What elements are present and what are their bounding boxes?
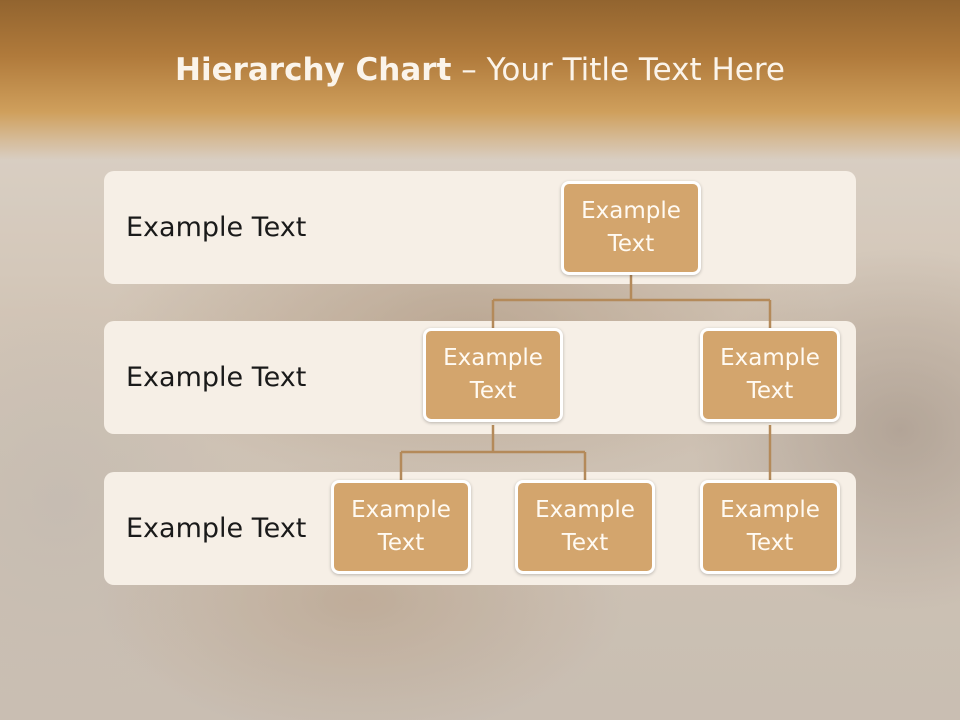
title-rest-part: – Your Title Text Here xyxy=(451,52,785,88)
node-level3-middle-label: Example Text xyxy=(535,497,635,556)
node-level3-left-label: Example Text xyxy=(351,497,451,556)
level-label-3: Example Text xyxy=(126,513,307,544)
node-level2-right[interactable]: Example Text xyxy=(700,328,840,422)
slide-title: Hierarchy Chart – Your Title Text Here xyxy=(0,52,960,88)
connector-level2-left-to-level3 xyxy=(399,425,587,480)
title-bold-part: Hierarchy Chart xyxy=(175,52,452,88)
level-label-2: Example Text xyxy=(126,362,307,393)
node-level3-left[interactable]: Example Text xyxy=(331,480,471,574)
level-band-1: Example Text xyxy=(104,171,856,284)
node-level3-right[interactable]: Example Text xyxy=(700,480,840,574)
node-level3-right-label: Example Text xyxy=(720,497,820,556)
node-level2-left[interactable]: Example Text xyxy=(423,328,563,422)
connector-root-to-level2 xyxy=(491,275,772,328)
node-root-label: Example Text xyxy=(581,198,681,257)
node-level2-right-label: Example Text xyxy=(720,345,820,404)
level-label-1: Example Text xyxy=(126,212,307,243)
node-level3-middle[interactable]: Example Text xyxy=(515,480,655,574)
node-root[interactable]: Example Text xyxy=(561,181,701,275)
title-band xyxy=(0,0,960,160)
node-level2-left-label: Example Text xyxy=(443,345,543,404)
